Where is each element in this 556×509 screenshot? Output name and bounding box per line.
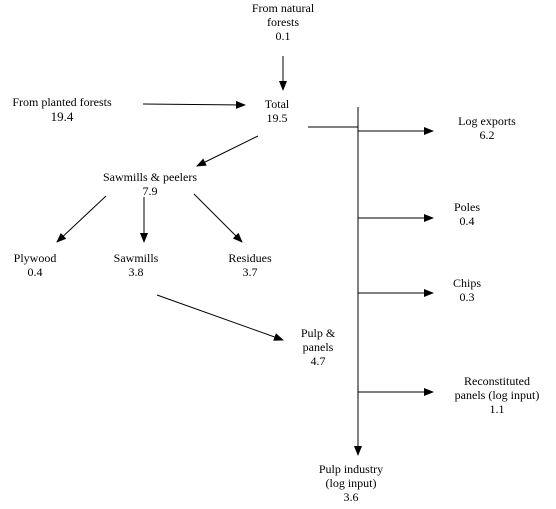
node-value: 19.5	[266, 111, 288, 125]
node-label: Poles	[453, 200, 480, 214]
node-pulp-panels: Pulp & panels 4.7	[288, 326, 348, 368]
node-label: forests	[267, 15, 299, 29]
node-sawmills: Sawmills 3.8	[106, 251, 166, 279]
node-label: panels	[302, 340, 334, 354]
node-label: From natural	[251, 1, 315, 15]
node-label: Total	[264, 97, 290, 111]
node-log-exports: Log exports 6.2	[445, 114, 529, 142]
node-label: From planted forests	[12, 95, 112, 109]
node-label: Pulp industry	[318, 462, 384, 476]
node-plywood: Plywood 0.4	[5, 251, 65, 279]
node-value: 0.4	[27, 265, 43, 279]
arrow-sawmills-to-pulp-panels	[156, 294, 284, 341]
node-label: Reconstituted	[464, 374, 530, 388]
node-label: Log exports	[458, 114, 516, 128]
node-label: Chips	[452, 276, 481, 290]
arrow-to-residues	[193, 193, 243, 243]
node-label: Residues	[228, 251, 272, 265]
node-value: 0.4	[459, 214, 475, 228]
node-value: 0.1	[275, 29, 291, 43]
node-value: 0.3	[459, 290, 475, 304]
node-sawmills-peelers: Sawmills & peelers 7.9	[88, 170, 212, 198]
arrow-planted-to-total	[142, 100, 246, 109]
node-value: 3.6	[343, 490, 359, 504]
node-value: 3.8	[128, 265, 144, 279]
node-label: Pulp &	[300, 326, 336, 340]
node-value: 3.7	[242, 265, 258, 279]
arrow-to-plywood	[56, 195, 107, 243]
node-planted-forests: From planted forests 19.4	[0, 95, 124, 125]
node-value: 19.4	[50, 109, 74, 124]
node-value: 4.7	[310, 354, 326, 368]
node-value: 7.9	[142, 184, 158, 198]
node-total: Total 19.5	[247, 97, 307, 125]
arrow-total-to-sawmills-peelers	[196, 135, 259, 167]
node-value: 6.2	[479, 128, 495, 142]
node-reconstituted-panels: Reconstituted panels (log input) 1.1	[440, 374, 554, 416]
node-label: Sawmills	[113, 251, 159, 265]
node-poles: Poles 0.4	[441, 200, 493, 228]
node-chips: Chips 0.3	[441, 276, 493, 304]
node-label: Sawmills & peelers	[103, 170, 197, 184]
node-value: 1.1	[489, 402, 505, 416]
node-label: panels (log input)	[454, 388, 540, 402]
node-residues: Residues 3.7	[218, 251, 282, 279]
node-pulp-industry: Pulp industry (log input) 3.6	[303, 462, 399, 504]
node-label: Plywood	[13, 251, 57, 265]
node-label: (log input)	[325, 476, 377, 490]
node-natural-forests: From natural forests 0.1	[233, 1, 333, 43]
